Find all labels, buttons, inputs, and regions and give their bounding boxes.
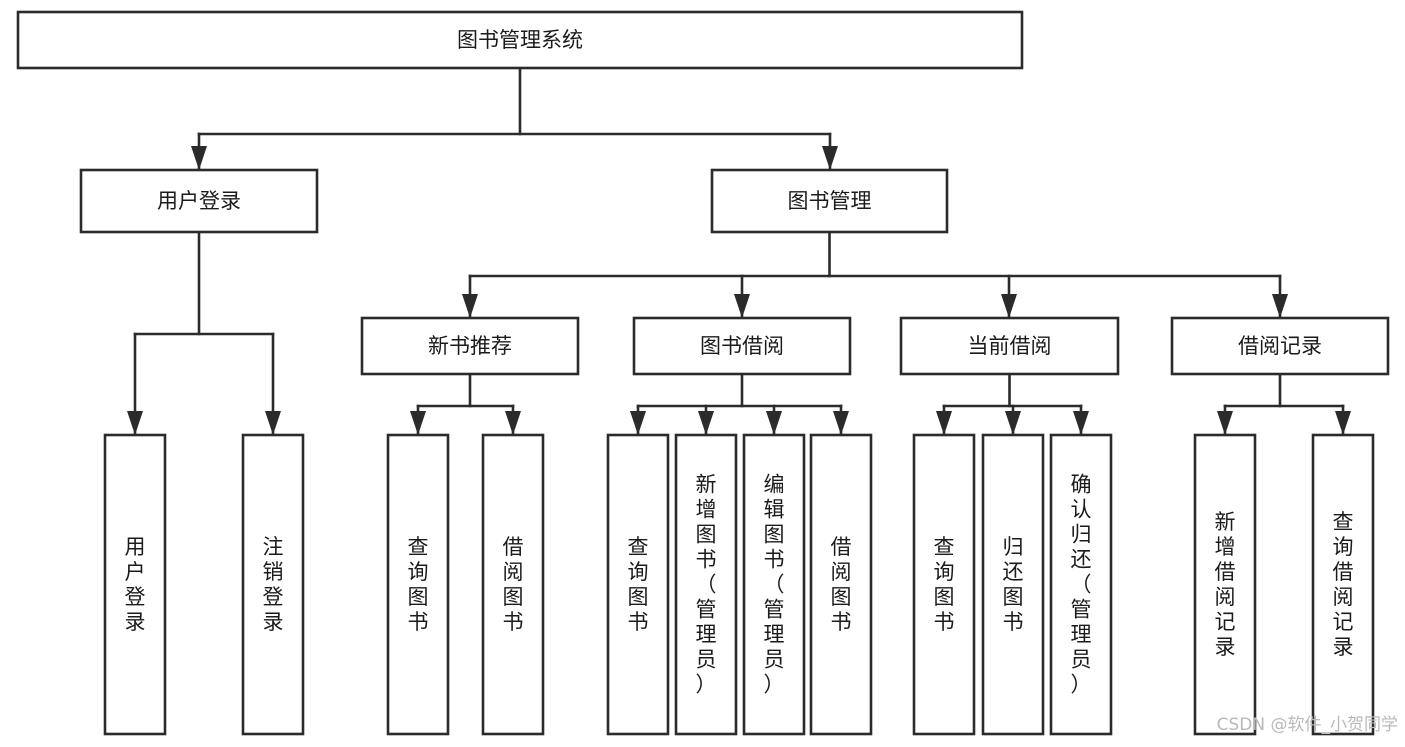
node-label-l-borrow-book-1: 借阅图书 xyxy=(503,535,524,634)
node-label-l-query-book-3: 查询图书 xyxy=(934,535,955,634)
node-l-borrow-book-1[interactable]: 借阅图书 xyxy=(481,433,545,736)
node-box-l-query-record[interactable] xyxy=(1311,433,1375,736)
node-box-l-add-record[interactable] xyxy=(1193,433,1257,736)
node-box-l-user-logout[interactable] xyxy=(241,433,305,736)
book-manage-arrow-0 xyxy=(462,294,478,318)
node-label-l-user-login: 用户登录 xyxy=(125,535,146,634)
node-n-book-manage[interactable]: 图书管理 xyxy=(710,168,949,234)
node-l-query-record[interactable]: 查询借阅记录 xyxy=(1311,433,1375,736)
current-borrow-arrow-0 xyxy=(936,411,952,435)
node-box-l-query-book-2[interactable] xyxy=(606,433,670,736)
node-label-l-query-record: 查询借阅记录 xyxy=(1333,510,1354,659)
node-n-book-borrow[interactable]: 图书借阅 xyxy=(632,316,852,376)
book-borrow-arrow-3 xyxy=(833,411,849,435)
book-borrow-arrow-2 xyxy=(766,411,782,435)
root-arrow-1 xyxy=(822,146,838,170)
node-label-l-add-book: 新增图书（管理员） xyxy=(696,473,717,697)
node-box-l-return-book[interactable] xyxy=(981,433,1045,736)
node-box-l-borrow-book-1[interactable] xyxy=(481,433,545,736)
node-box-l-user-login[interactable] xyxy=(103,433,167,736)
node-l-query-book-1[interactable]: 查询图书 xyxy=(386,433,450,736)
connector-layer xyxy=(127,66,1351,437)
node-box-n-user-login[interactable] xyxy=(79,168,319,234)
node-label-l-return-book: 归还图书 xyxy=(1003,535,1024,634)
node-box-l-confirm-return[interactable] xyxy=(1049,433,1113,736)
node-l-return-book[interactable]: 归还图书 xyxy=(981,433,1045,736)
new-book-rec-arrow-1 xyxy=(505,411,521,435)
node-label-l-query-book-2: 查询图书 xyxy=(628,535,649,634)
node-label-n-book-borrow: 图书借阅 xyxy=(700,334,784,358)
node-label-n-new-book-rec: 新书推荐 xyxy=(428,334,512,358)
node-n-current-borrow[interactable]: 当前借阅 xyxy=(899,316,1120,376)
node-box-n-borrow-record[interactable] xyxy=(1170,316,1390,376)
node-box-undefined[interactable] xyxy=(16,10,1024,70)
node-label-l-query-book-1: 查询图书 xyxy=(408,535,429,634)
node-label-n-borrow-record: 借阅记录 xyxy=(1238,334,1322,358)
node-box-l-borrow-book-2[interactable] xyxy=(809,433,873,736)
node-box-n-book-manage[interactable] xyxy=(710,168,949,234)
node-box-l-query-book-1[interactable] xyxy=(386,433,450,736)
borrow-record-arrow-1 xyxy=(1335,411,1351,435)
user-login-arrow-0 xyxy=(127,411,143,435)
node-l-add-record[interactable]: 新增借阅记录 xyxy=(1193,433,1257,736)
node-l-edit-book[interactable]: 编辑图书（管理员） xyxy=(742,433,806,736)
book-borrow-arrow-1 xyxy=(698,411,714,435)
node-label-n-current-borrow: 当前借阅 xyxy=(968,334,1052,358)
borrow-record-arrow-0 xyxy=(1217,411,1233,435)
node-l-borrow-book-2[interactable]: 借阅图书 xyxy=(809,433,873,736)
node-box-n-current-borrow[interactable] xyxy=(899,316,1120,376)
node-undefined[interactable]: 图书管理系统 xyxy=(16,10,1024,70)
user-login-arrow-1 xyxy=(265,411,281,435)
node-label-undefined: 图书管理系统 xyxy=(457,28,583,52)
current-borrow-arrow-1 xyxy=(1005,411,1021,435)
node-box-l-add-book[interactable] xyxy=(674,433,738,736)
node-box-n-new-book-rec[interactable] xyxy=(360,316,580,376)
new-book-rec-arrow-0 xyxy=(410,411,426,435)
node-box-n-book-borrow[interactable] xyxy=(632,316,852,376)
node-label-n-user-login: 用户登录 xyxy=(157,189,241,213)
node-l-query-book-2[interactable]: 查询图书 xyxy=(606,433,670,736)
node-box-l-query-book-3[interactable] xyxy=(912,433,976,736)
node-label-l-borrow-book-2: 借阅图书 xyxy=(831,535,852,634)
book-manage-arrow-1 xyxy=(734,294,750,318)
node-label-l-user-logout: 注销登录 xyxy=(263,535,284,634)
book-manage-arrow-2 xyxy=(1001,294,1017,318)
node-l-query-book-3[interactable]: 查询图书 xyxy=(912,433,976,736)
book-manage-arrow-3 xyxy=(1272,294,1288,318)
node-l-user-login[interactable]: 用户登录 xyxy=(103,433,167,736)
book-borrow-arrow-0 xyxy=(630,411,646,435)
node-label-l-edit-book: 编辑图书（管理员） xyxy=(764,473,785,697)
root-arrow-0 xyxy=(191,146,207,170)
node-n-user-login[interactable]: 用户登录 xyxy=(79,168,319,234)
node-l-user-logout[interactable]: 注销登录 xyxy=(241,433,305,736)
node-l-confirm-return[interactable]: 确认归还（管理员） xyxy=(1049,433,1113,736)
node-label-l-confirm-return: 确认归还（管理员） xyxy=(1071,473,1092,697)
node-layer: 图书管理系统用户登录图书管理新书推荐图书借阅当前借阅借阅记录用户登录注销登录查询… xyxy=(16,10,1390,736)
node-n-borrow-record[interactable]: 借阅记录 xyxy=(1170,316,1390,376)
node-box-l-edit-book[interactable] xyxy=(742,433,806,736)
node-n-new-book-rec[interactable]: 新书推荐 xyxy=(360,316,580,376)
current-borrow-arrow-2 xyxy=(1073,411,1089,435)
node-label-l-add-record: 新增借阅记录 xyxy=(1215,510,1236,659)
csdn-watermark: CSDN @软件_小贺同学 xyxy=(1217,715,1398,735)
node-l-add-book[interactable]: 新增图书（管理员） xyxy=(674,433,738,736)
node-label-n-book-manage: 图书管理 xyxy=(788,189,872,213)
